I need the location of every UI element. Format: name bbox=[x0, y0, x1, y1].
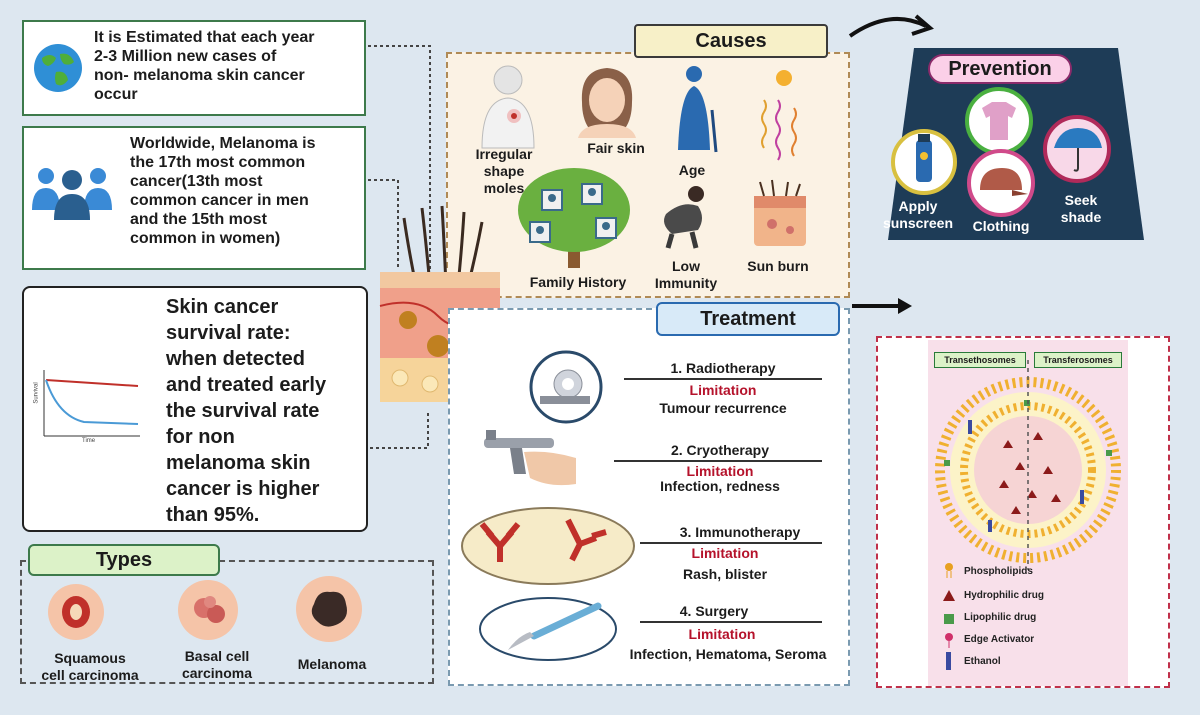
clothing-tshirt-icon bbox=[965, 87, 1033, 155]
sunburn-skin-icon bbox=[754, 179, 806, 246]
treatment-immunotherapy-effect: Rash, blister bbox=[682, 566, 768, 582]
sunscreen-icon bbox=[891, 129, 957, 195]
low-immunity-person-icon bbox=[664, 186, 704, 249]
transferosomes-tag: Transferosomes bbox=[1034, 352, 1122, 368]
mini-chart-x-label: Time bbox=[82, 438, 96, 444]
globe-icon bbox=[34, 44, 82, 92]
fair-skin-face-icon bbox=[578, 68, 636, 138]
basal-cell-icon bbox=[178, 580, 238, 640]
types-title: Types bbox=[28, 544, 220, 576]
treatment-cryotherapy-limitation-label: Limitation bbox=[686, 463, 754, 479]
radiotherapy-machine-icon bbox=[529, 350, 603, 424]
treatment-surgery-effect: Infection, Hematoma, Seroma bbox=[629, 646, 827, 662]
legend-edge-activator: Edge Activator bbox=[964, 634, 1035, 645]
people-group-icon bbox=[32, 168, 112, 220]
lipophilic-drug-legend-icon bbox=[944, 614, 954, 624]
prevention-clothing-label: Clothing bbox=[972, 218, 1030, 234]
legend-phospholipids: Phospholipids bbox=[964, 566, 1033, 577]
family-tree-icon bbox=[518, 168, 630, 268]
edge-activator-legend-icon bbox=[945, 633, 953, 648]
cause-family-history-label: Family History bbox=[529, 274, 627, 290]
hydrophilic-drug-legend-icon bbox=[943, 590, 955, 601]
squamous-cell-icon bbox=[48, 584, 104, 640]
cryotherapy-device-icon bbox=[484, 430, 576, 486]
treatment-radiotherapy-divider bbox=[624, 378, 822, 380]
phospholipid-legend-icon bbox=[945, 563, 953, 578]
survival-mini-chart bbox=[43, 370, 140, 437]
treatment-immunotherapy-limitation-label: Limitation bbox=[691, 545, 759, 561]
uv-rays-icon bbox=[761, 70, 797, 161]
umbrella-shade-icon bbox=[1043, 115, 1111, 183]
elderly-person-icon bbox=[678, 66, 718, 153]
irregular-mole-figure-icon bbox=[481, 65, 535, 149]
cause-sunburn-label: Sun burn bbox=[747, 258, 809, 274]
vesicle-diagram bbox=[935, 360, 1121, 570]
immunotherapy-antibody-icon bbox=[461, 507, 635, 585]
treatment-immunotherapy-name: 3. Immunotherapy bbox=[679, 524, 801, 540]
treatment-cryotherapy-divider bbox=[614, 460, 822, 462]
treatment-surgery-limitation-label: Limitation bbox=[688, 626, 756, 642]
treatment-immunotherapy-divider bbox=[640, 542, 822, 544]
surgery-scalpel-icon bbox=[479, 597, 617, 661]
legend-lipophilic: Lipophilic drug bbox=[964, 612, 1037, 623]
type-melanoma-label: Melanoma bbox=[297, 656, 367, 672]
treatment-title: Treatment bbox=[656, 302, 840, 336]
prevention-title: Prevention bbox=[928, 54, 1072, 84]
types-panel bbox=[20, 560, 434, 684]
ethanol-legend-icon bbox=[946, 652, 951, 670]
melanoma-icon bbox=[296, 576, 362, 642]
cause-fair-skin-label: Fair skin bbox=[587, 140, 645, 156]
transethosomes-tag: Transethosomes bbox=[934, 352, 1026, 368]
treatment-cryotherapy-name: 2. Cryotherapy bbox=[670, 442, 770, 458]
legend-ethanol: Ethanol bbox=[964, 656, 1001, 667]
treatment-surgery-divider bbox=[640, 621, 822, 623]
cause-age-label: Age bbox=[678, 162, 706, 178]
causes-title: Causes bbox=[634, 24, 828, 58]
treatment-radiotherapy-effect: Tumour recurrence bbox=[659, 400, 787, 416]
treatment-radiotherapy-limitation-label: Limitation bbox=[689, 382, 757, 398]
clothing-cap-icon bbox=[967, 149, 1035, 217]
treatment-cryotherapy-effect: Infection, redness bbox=[660, 478, 780, 494]
legend-hydrophilic: Hydrophilic drug bbox=[964, 590, 1044, 601]
treatment-radiotherapy-name: 1. Radiotherapy bbox=[670, 360, 776, 376]
treatment-surgery-name: 4. Surgery bbox=[679, 603, 749, 619]
